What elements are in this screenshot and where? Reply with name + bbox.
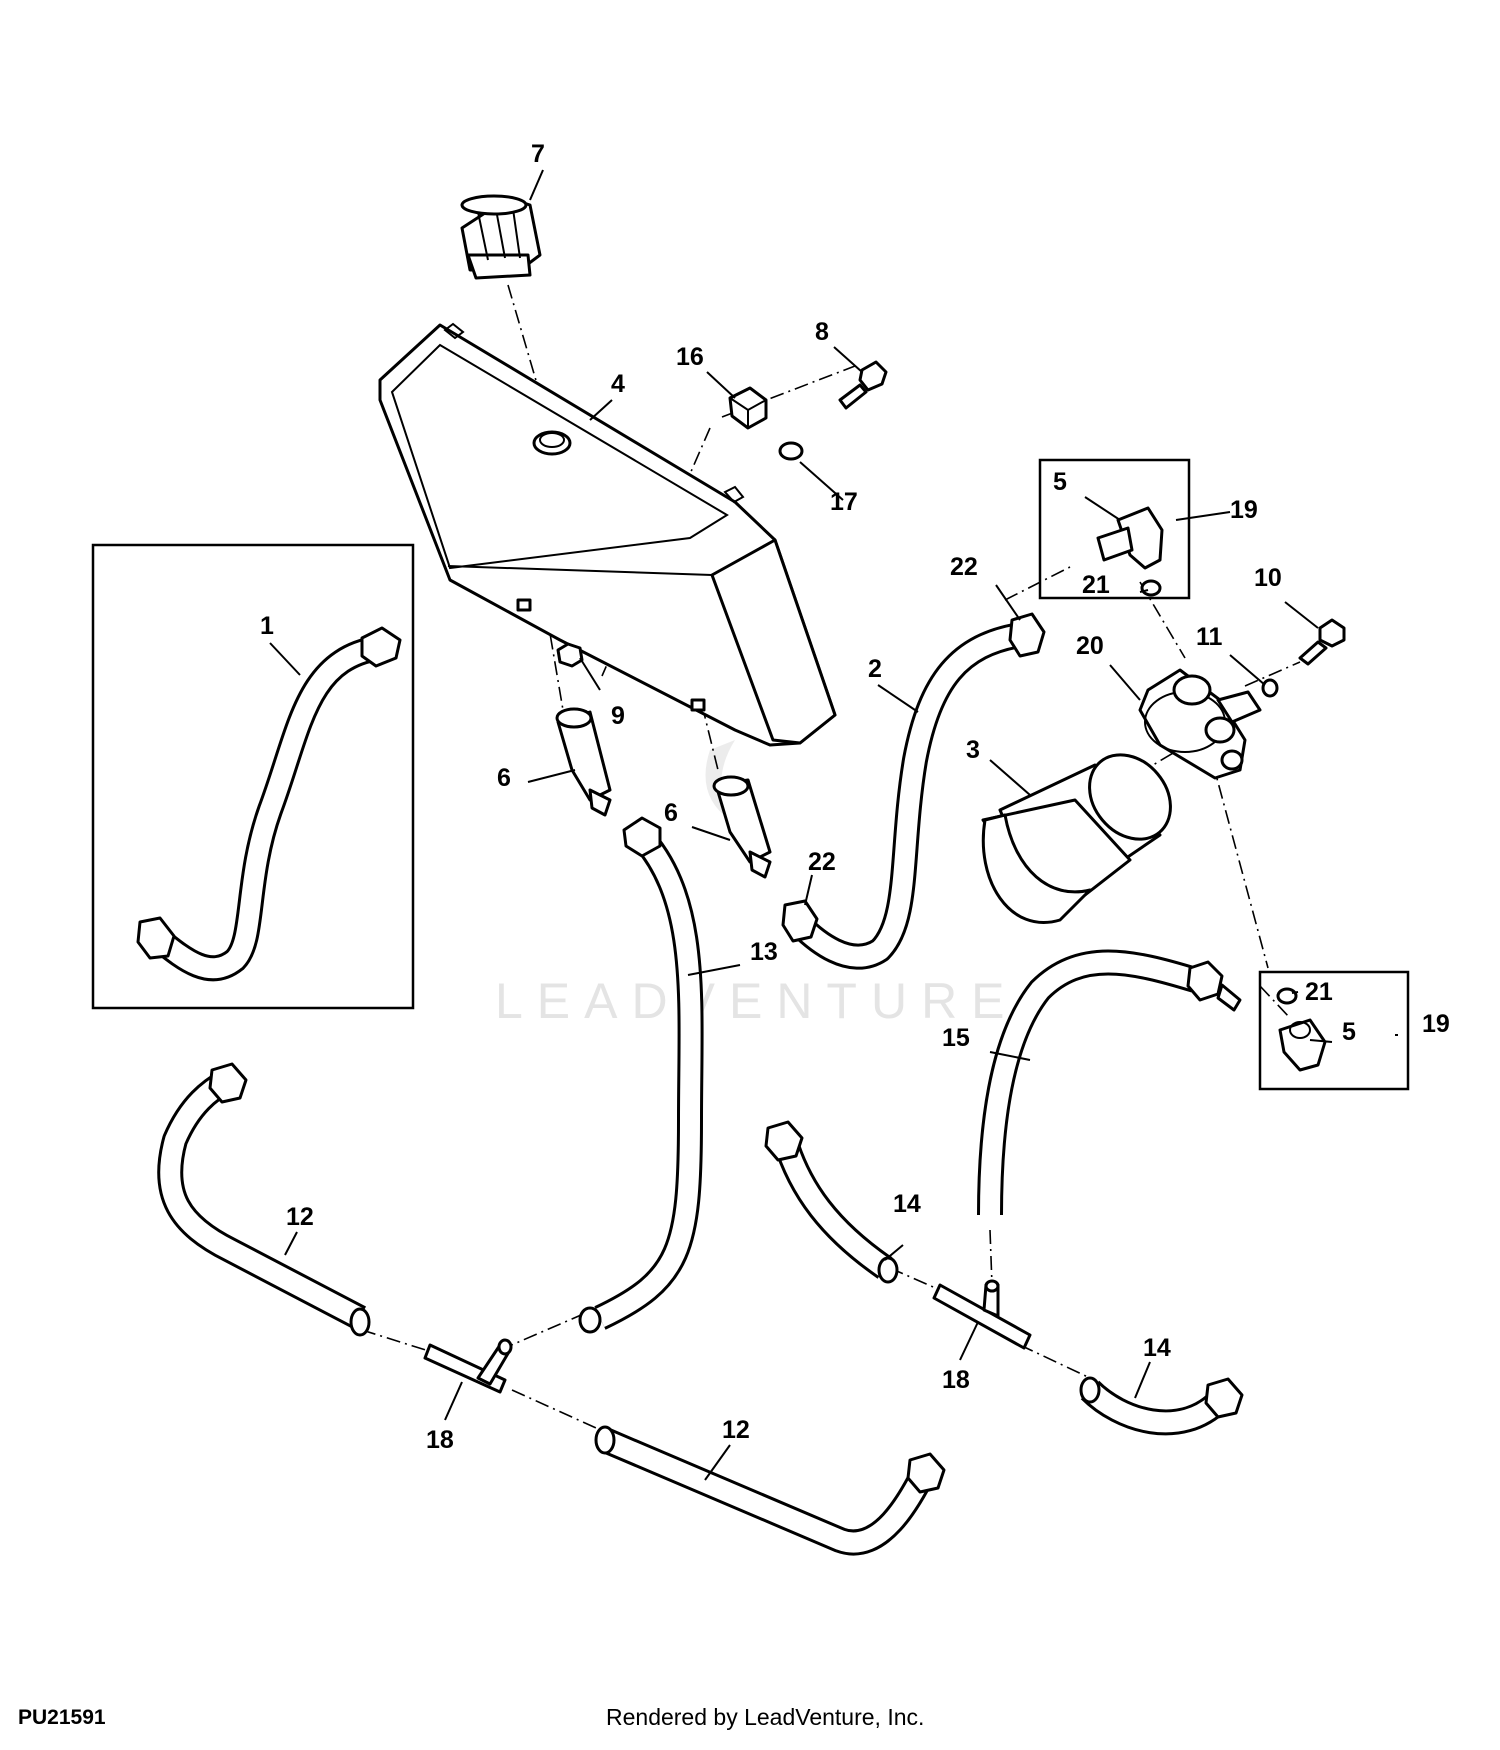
callout-5-lower: 5 [1342,1018,1356,1046]
leader-lines [269,169,1398,1481]
fitting-kit-19-upper[interactable] [1038,458,1191,600]
hose-13[interactable] [578,816,704,1334]
callout-8: 8 [815,318,829,346]
callout-17: 17 [830,488,858,516]
callout-1: 1 [260,612,274,640]
callout-22-lower: 22 [808,848,836,876]
hose-1[interactable] [136,626,402,982]
elbow-fitting-6a[interactable] [555,707,612,817]
callout-15: 15 [942,1024,970,1052]
washer-17[interactable] [778,441,804,461]
inset-box [91,543,415,1010]
callout-19-upper: 19 [1230,496,1258,524]
tee-fitting-18b[interactable] [932,1279,1032,1350]
callout-5-upper: 5 [1053,468,1067,496]
callout-16: 16 [676,343,704,371]
hose-15[interactable] [977,949,1242,1216]
callout-7: 7 [531,140,545,168]
bolt-8[interactable] [838,360,888,410]
watermark: LEADVENTURE [495,740,1019,1029]
elbow-fitting-6b[interactable] [712,775,772,879]
callout-6-left: 6 [497,764,511,792]
callout-6-right: 6 [664,799,678,827]
callout-20: 20 [1076,632,1104,660]
callout-2: 2 [868,655,882,683]
callout-12-lower: 12 [722,1416,750,1444]
callout-21-upper: 21 [1082,571,1110,599]
fitting-kit-19-lower[interactable] [1258,970,1410,1091]
callout-13: 13 [750,938,778,966]
render-credit: Rendered by LeadVenture, Inc. [606,1704,925,1730]
reservoir-tank[interactable] [378,322,837,747]
callout-19-lower: 19 [1422,1010,1450,1038]
figure-code: PU21591 [18,1706,106,1729]
hose-12-upper[interactable] [157,1062,371,1337]
washer-11[interactable] [1261,678,1279,698]
callout-18-left: 18 [426,1426,454,1454]
callout-18-right: 18 [942,1366,970,1394]
plug-16[interactable] [728,386,768,430]
callout-10: 10 [1254,564,1282,592]
callout-4: 4 [611,370,625,398]
oil-filter-3[interactable] [981,739,1187,924]
hose-12-lower[interactable] [594,1425,946,1556]
hose-14-upper[interactable] [764,1120,899,1284]
callout-14-lower: 14 [1143,1334,1171,1362]
filter-head-20[interactable] [1138,668,1262,780]
hose-14-lower[interactable] [1079,1376,1244,1436]
watermark-text: LEADVENTURE [495,973,1019,1029]
nut-9[interactable] [556,642,584,668]
bolt-10[interactable] [1298,618,1346,666]
breather-cap[interactable] [460,194,542,280]
hose-2[interactable] [781,612,1046,970]
callout-11: 11 [1196,623,1223,651]
callout-3: 3 [966,736,980,764]
tee-fitting-18a[interactable] [423,1338,513,1394]
callout-9: 9 [611,702,625,730]
callout-12-upper: 12 [286,1203,314,1231]
callout-labels: 7 8 16 4 17 5 19 22 21 10 11 20 1 2 3 9 … [260,140,1450,1454]
callout-21-lower: 21 [1305,978,1333,1006]
callout-14-upper: 14 [893,1190,921,1218]
callout-22-upper: 22 [950,553,978,581]
